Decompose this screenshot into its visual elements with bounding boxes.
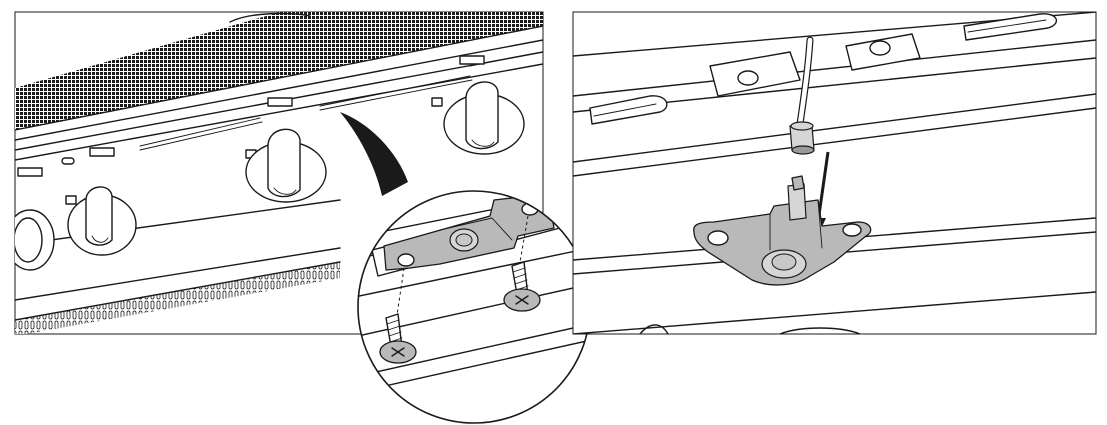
callout-pointer: [340, 112, 408, 196]
screw-icon: [379, 313, 417, 364]
knob-icon: [15, 209, 55, 271]
panel-left: [14, 11, 544, 335]
mounting-bracket: [383, 193, 555, 271]
knob-icon: [443, 81, 525, 155]
panel-right: [572, 11, 1097, 335]
ignition-button-bracket: [693, 175, 872, 286]
lid-mesh: [15, 12, 543, 131]
knob-icon: [67, 186, 137, 256]
panel-labels: [17, 55, 485, 205]
screw-icon: [503, 261, 541, 312]
detail-inset: [357, 190, 591, 424]
knob-icon: [245, 128, 327, 203]
ignition-wire: [789, 36, 815, 155]
